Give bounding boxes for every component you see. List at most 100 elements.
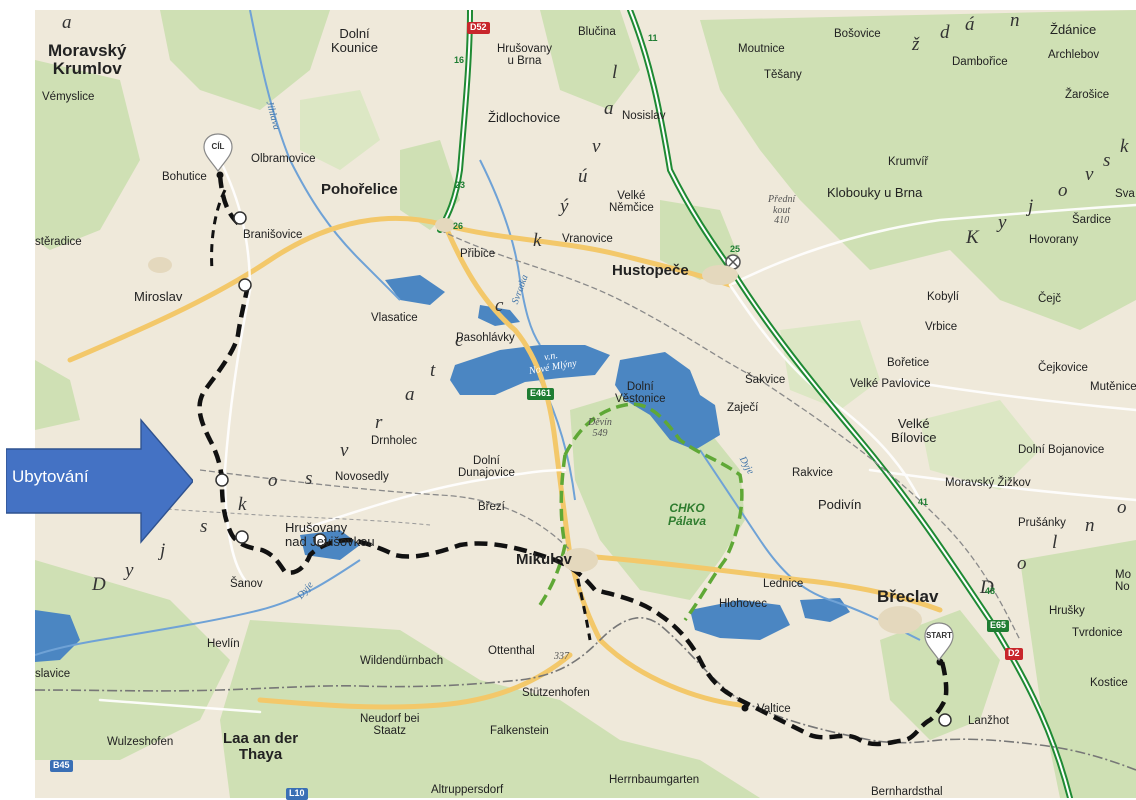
place-nosislav: Nosislav bbox=[622, 110, 666, 122]
place-neudorf: Neudorf bei Staatz bbox=[360, 713, 420, 738]
place-hlohovec: Hlohovec bbox=[719, 598, 767, 610]
rivers bbox=[35, 10, 921, 656]
place-lanzhot: Lanžhot bbox=[968, 715, 1009, 727]
place-cejc: Čejč bbox=[1038, 293, 1062, 305]
route-side-path bbox=[210, 189, 592, 641]
road-shield-l10: L10 bbox=[286, 788, 308, 800]
place-bohutice: Bohutice bbox=[162, 171, 207, 183]
highways bbox=[437, 10, 1073, 798]
place-hovorany: Hovorany bbox=[1029, 234, 1079, 246]
accommodation-arrow bbox=[6, 418, 193, 544]
place-stutzenhofen: Stützenhofen bbox=[522, 687, 590, 699]
place-pohorelice: Pohořelice bbox=[321, 181, 398, 198]
finish-pin-label: CÍL bbox=[211, 142, 225, 151]
place-bernhardsthal: Bernhardsthal bbox=[871, 786, 943, 798]
place-ottenthal: Ottenthal bbox=[488, 645, 535, 657]
road-shield-d52: D52 bbox=[467, 22, 490, 34]
road-shield-e65: E65 bbox=[987, 620, 1010, 632]
light-forest bbox=[300, 90, 1040, 490]
place-branisovice: Branišovice bbox=[243, 229, 303, 241]
place-tvrdonice: Tvrdonice bbox=[1072, 627, 1123, 639]
place-dolni-kounice: Dolní Kounice bbox=[331, 26, 378, 55]
place-vranovice: Vranovice bbox=[562, 233, 613, 245]
place-tesany: Těšany bbox=[764, 69, 802, 81]
place-boretice: Bořetice bbox=[887, 357, 930, 369]
start-pin[interactable]: START bbox=[922, 622, 956, 662]
place-velke-bilovice: Velké Bílovice bbox=[891, 416, 937, 445]
route-map bbox=[35, 10, 1136, 798]
road-shield-e461: E461 bbox=[527, 388, 555, 400]
exit-number-11: 11 bbox=[648, 33, 658, 43]
map-pin-icon bbox=[203, 133, 233, 173]
place-herrnbaumgarten: Herrnbaumgarten bbox=[609, 774, 700, 786]
place-sakvice: Šakvice bbox=[745, 374, 786, 386]
place-rakvice: Rakvice bbox=[792, 467, 833, 479]
place-sardice: Šardice bbox=[1072, 214, 1111, 226]
exit-number-41: 41 bbox=[918, 497, 929, 507]
route-waypoints bbox=[215, 211, 952, 727]
place-vrbice: Vrbice bbox=[925, 321, 958, 333]
road-shield-d2: D2 bbox=[1005, 648, 1023, 660]
place-altruppersdorf: Altruppersdorf bbox=[431, 784, 504, 796]
place-kobyli: Kobylí bbox=[927, 291, 959, 303]
place-velke-nemcice: Velké Němčice bbox=[609, 190, 654, 215]
place-archlebov: Archlebov bbox=[1048, 49, 1100, 61]
place-laa-an-der-thaya: Laa an der Thaya bbox=[223, 730, 299, 763]
place-miroslav: Miroslav bbox=[134, 289, 183, 304]
exit-number-23: 23 bbox=[455, 180, 466, 190]
chko-boundary bbox=[538, 402, 744, 622]
place-zarosice: Žarošice bbox=[1065, 89, 1110, 101]
place-falkenstein: Falkenstein bbox=[490, 725, 549, 737]
place-dolni-bojanovice: Dolní Bojanovice bbox=[1018, 444, 1105, 456]
road-shield-b45: B45 bbox=[50, 760, 73, 772]
place-valtice: Valtice bbox=[757, 703, 791, 715]
peak-337: 337 bbox=[554, 651, 569, 662]
place-hrusovany-u-brna: Hrušovany u Brna bbox=[497, 43, 552, 68]
place-zdanice: Ždánice bbox=[1050, 22, 1097, 37]
place-brezi: Březí bbox=[478, 501, 505, 513]
place-pribice: Přibice bbox=[460, 248, 496, 260]
place-velke-pavlovice: Velké Pavlovice bbox=[850, 378, 931, 390]
place-pasohlavky: Pasohlávky bbox=[456, 332, 515, 344]
railways bbox=[199, 229, 1021, 641]
exit-number-25: 25 bbox=[730, 244, 741, 254]
place-damborice: Dambořice bbox=[952, 56, 1008, 68]
map-pin-icon bbox=[924, 622, 954, 662]
chko-palava-label: CHKO Pálava bbox=[668, 501, 707, 528]
place-wildendurnbach: Wildendürnbach bbox=[360, 655, 444, 667]
place-lednice: Lednice bbox=[763, 578, 804, 590]
region-letter-a: a bbox=[62, 12, 74, 33]
town-areas bbox=[148, 218, 922, 634]
place-slavice: slavice bbox=[35, 668, 71, 680]
place-mo-no: Mo No bbox=[1115, 569, 1131, 594]
state-border bbox=[35, 616, 1136, 771]
place-hevlin: Hevlín bbox=[207, 638, 240, 650]
place-sanov: Šanov bbox=[230, 578, 263, 590]
place-prusanky: Prušánky bbox=[1018, 517, 1066, 529]
accommodation-label: Ubytování bbox=[12, 467, 89, 486]
place-krumvir: Krumvíř bbox=[888, 156, 929, 168]
place-olbramovice: Olbramovice bbox=[251, 153, 316, 165]
peak-predni-kout: Přední kout 410 bbox=[768, 194, 796, 226]
place-moravsky-zizkov: Moravský Žižkov bbox=[945, 477, 1031, 489]
place-mutenice: Mutěnice bbox=[1090, 381, 1136, 393]
place-sva: Sva bbox=[1115, 188, 1135, 200]
place-dolni-dunajovice: Dolní Dunajovice bbox=[458, 455, 515, 480]
exit-number-16: 16 bbox=[454, 55, 465, 65]
place-klobouky: Klobouky u Brna bbox=[827, 185, 923, 200]
place-kostice: Kostice bbox=[1090, 677, 1128, 689]
place-dolni-vestonice: Dolní Věstonice bbox=[615, 381, 666, 406]
place-breclav: Břeclav bbox=[877, 587, 939, 606]
place-blucina: Blučina bbox=[578, 26, 616, 38]
place-hrusky: Hrušky bbox=[1049, 605, 1085, 617]
peak-devin: Děvín 549 bbox=[588, 417, 612, 439]
place-mikulov: Mikulov bbox=[516, 551, 572, 568]
finish-pin[interactable]: CÍL bbox=[201, 133, 235, 173]
place-vemyslice: Vémyslice bbox=[42, 91, 95, 103]
district-border bbox=[35, 499, 431, 526]
place-drnholec: Drnholec bbox=[371, 435, 418, 447]
place-zidlochovice: Židlochovice bbox=[488, 110, 561, 125]
exit-number-48: 48 bbox=[985, 586, 996, 596]
place-moutnice: Moutnice bbox=[738, 43, 785, 55]
place-moravsky-krumlov: Moravský Krumlov bbox=[48, 41, 127, 78]
